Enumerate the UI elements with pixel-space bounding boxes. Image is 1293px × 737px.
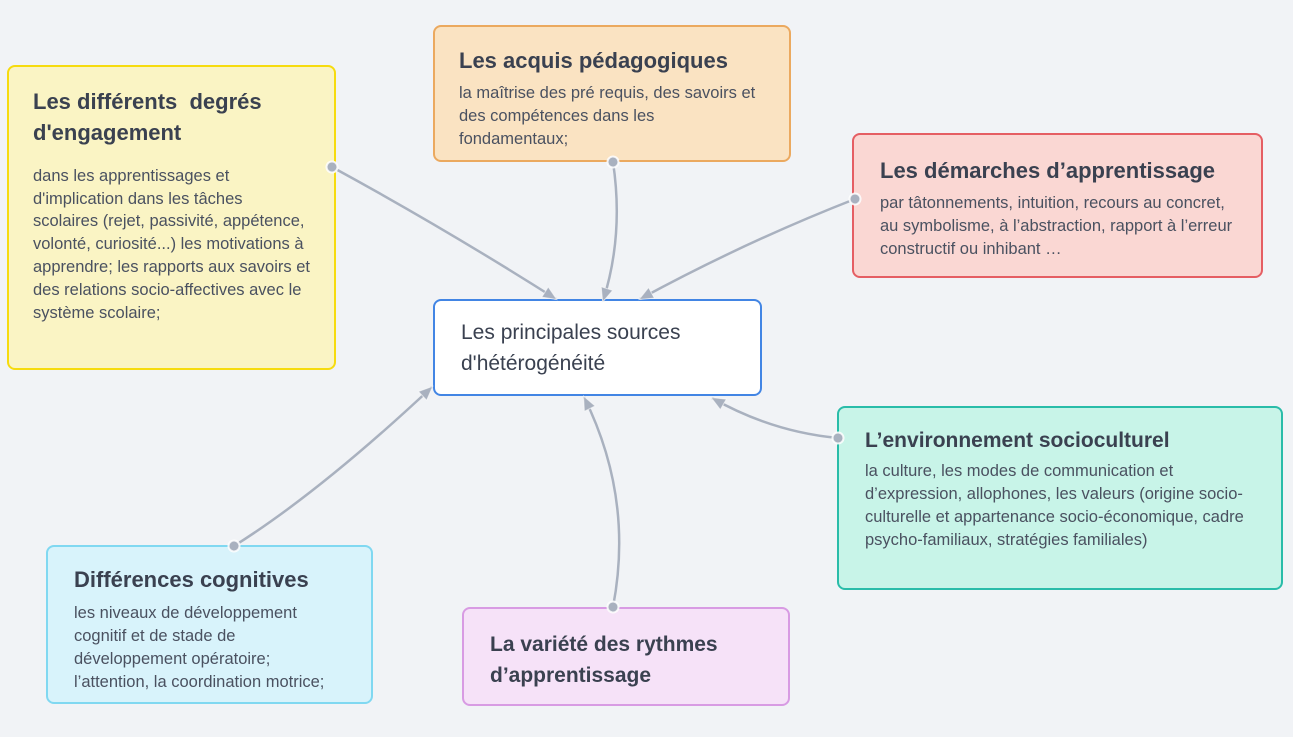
node-body: par tâtonnements, intuition, recours au …	[880, 193, 1233, 258]
node-central-sources-heterogeneite[interactable]: Les principales sources d'hétérogénéité	[433, 299, 762, 396]
connector-acquis-pedagogiques	[600, 155, 620, 304]
node-body: les niveaux de développement cognitif et…	[74, 603, 325, 691]
node-title: L’environnement socioculturel	[865, 429, 1170, 452]
node-body: la culture, les modes de communication e…	[865, 462, 1244, 549]
connector-environnement-socioculturel	[710, 396, 845, 445]
connector-rythmes-apprentissage	[582, 394, 621, 614]
node-body: dans les apprentissages et d'implication…	[33, 166, 310, 323]
node-title: La variété des rythmes d’apprentissage	[490, 633, 724, 688]
node-title: Les différents degrés d'engagement	[33, 89, 268, 145]
node-title: Les démarches d’apprentissage	[880, 158, 1216, 183]
node-differences-cognitives[interactable]: Différences cognitives les niveaux de dé…	[46, 545, 373, 704]
node-body: la maîtrise des pré requis, des savoirs …	[459, 83, 756, 148]
node-demarches-apprentissage[interactable]: Les démarches d’apprentissage par tâtonn…	[852, 133, 1263, 278]
node-degres-engagement[interactable]: Les différents degrés d'engagement dans …	[7, 65, 336, 370]
node-acquis-pedagogiques[interactable]: Les acquis pédagogiques la maîtrise des …	[433, 25, 791, 162]
node-title: Différences cognitives	[74, 567, 309, 592]
node-environnement-socioculturel[interactable]: L’environnement socioculturel la culture…	[837, 406, 1283, 590]
connector-demarches-apprentissage	[638, 192, 862, 301]
node-title: Les acquis pédagogiques	[459, 48, 728, 73]
connector-degres-engagement	[325, 160, 558, 301]
node-rythmes-apprentissage[interactable]: La variété des rythmes d’apprentissage	[462, 607, 790, 706]
central-node-title: Les principales sources d'hétérogénéité	[461, 321, 687, 376]
connector-differences-cognitives	[227, 385, 434, 553]
